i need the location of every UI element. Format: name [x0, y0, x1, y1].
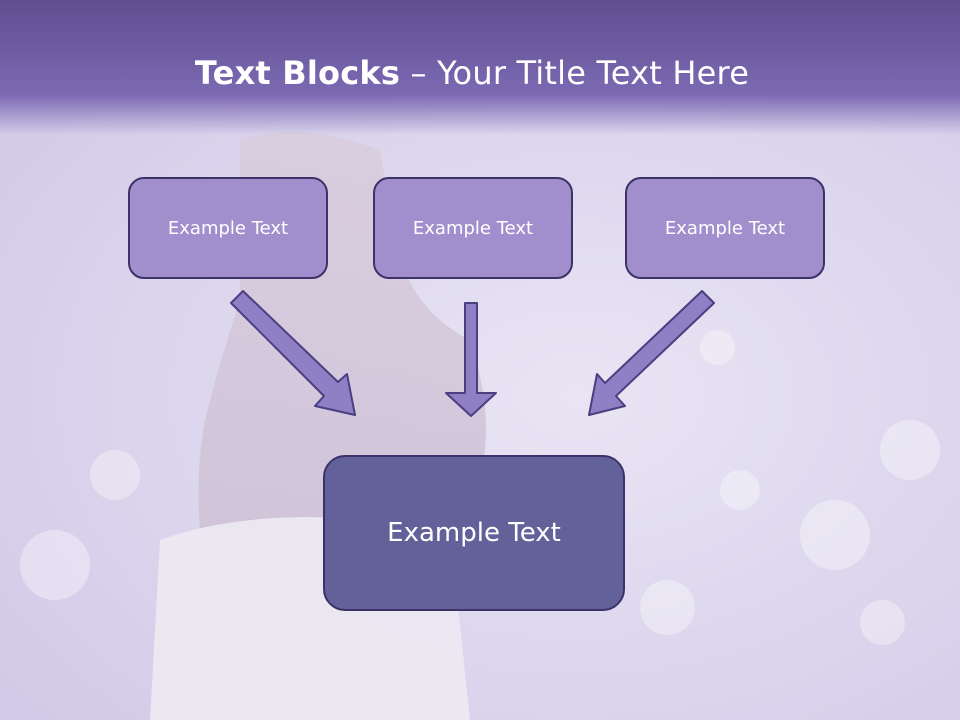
- arrow-left: [230, 290, 356, 416]
- text-block-label: Example Text: [412, 217, 534, 239]
- bokeh-circle: [90, 450, 140, 500]
- text-block-2[interactable]: Example Text: [373, 177, 573, 279]
- center-block-label: Example Text: [387, 518, 561, 548]
- text-block-label: Example Text: [664, 217, 786, 239]
- bokeh-circle: [700, 330, 735, 365]
- slide-title: Text Blocks – Your Title Text Here: [0, 54, 944, 92]
- text-block-1[interactable]: Example Text: [128, 177, 328, 279]
- title-bar: [0, 0, 960, 135]
- bokeh-circle: [720, 470, 760, 510]
- title-bold: Text Blocks: [194, 54, 401, 92]
- text-block-label: Example Text: [167, 217, 289, 239]
- center-text-block[interactable]: Example Text: [323, 455, 625, 611]
- title-dash: –: [400, 54, 438, 92]
- bokeh-circle: [800, 500, 870, 570]
- bokeh-circle: [860, 600, 905, 645]
- arrow-center: [445, 302, 497, 417]
- bokeh-circle: [880, 420, 940, 480]
- bokeh-circle: [20, 530, 90, 600]
- arrow-right: [588, 290, 715, 416]
- title-rest: Your Title Text Here: [437, 54, 750, 92]
- bokeh-circle: [640, 580, 695, 635]
- text-block-3[interactable]: Example Text: [625, 177, 825, 279]
